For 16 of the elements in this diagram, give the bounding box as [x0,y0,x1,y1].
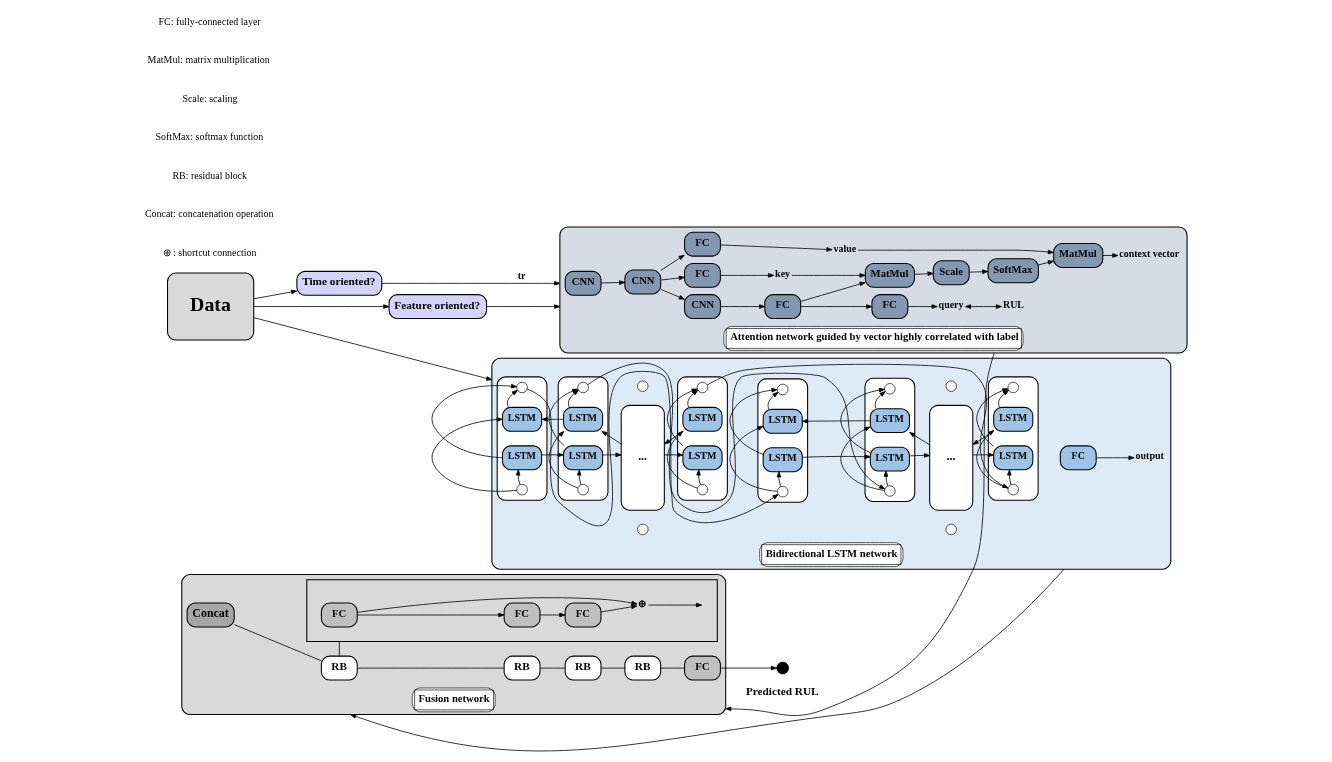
node-text: ⊕ [638,597,647,609]
label: RB: residual block [172,169,248,181]
label: MatMul: matrix multiplication [147,54,270,66]
label: Scale: scaling [182,92,238,104]
label: FC: fully-connected layer [158,15,261,27]
node-text: context vector [1119,248,1180,260]
node-text: key [775,268,791,280]
label: ⊕ : shortcut connection [162,246,257,258]
node-label: Predicted RUL [745,685,819,698]
node-text: RUL [1002,299,1024,311]
label: SoftMax: softmax function [155,131,264,143]
node-text: output [1135,450,1164,462]
node-text: query [938,299,964,311]
node-text: value [833,242,857,254]
label: Concat: concatenation operation [144,208,274,220]
edge-label: tr [517,270,526,282]
